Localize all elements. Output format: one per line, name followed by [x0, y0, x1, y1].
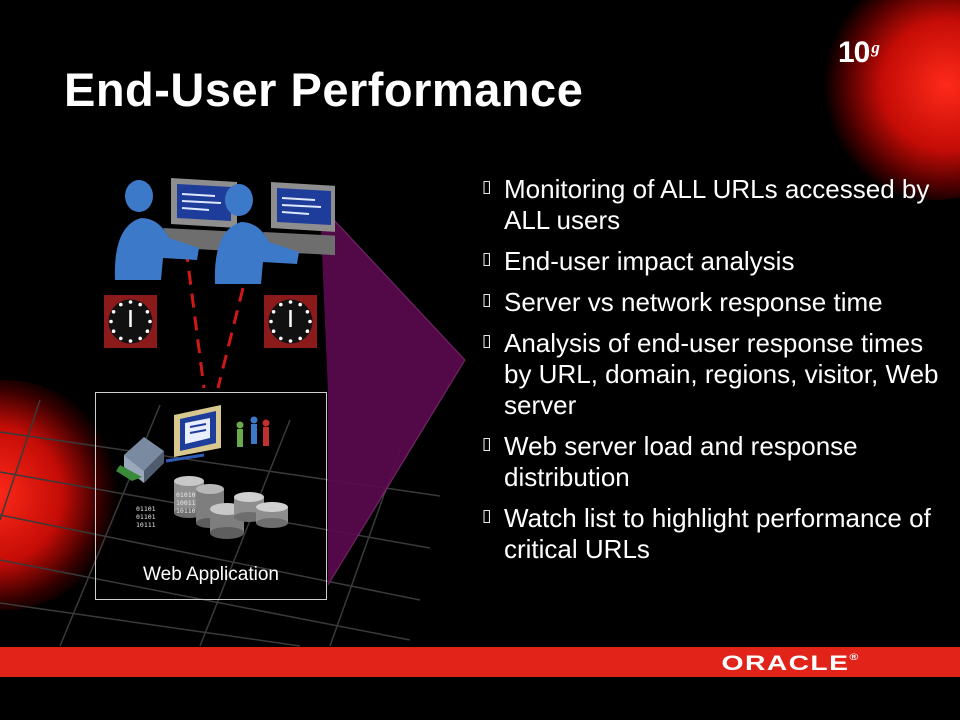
- dashed-connections: [184, 247, 245, 389]
- binary-left-3: 10111: [136, 521, 156, 529]
- bullet-item: ▯ Server vs network response time: [482, 287, 952, 318]
- bullet-marker: ▯: [482, 434, 492, 454]
- binary-left-1: 01101: [136, 505, 156, 513]
- users-at-computers: [114, 178, 335, 284]
- footer-red-bar: [0, 647, 960, 677]
- bullet-item: ▯ Analysis of end-user response times by …: [482, 328, 952, 421]
- logo-number: 10: [838, 36, 870, 69]
- web-application-box: 01101 01101 10111 01010 10011 10110 Web …: [95, 392, 327, 600]
- logo-superscript: g: [871, 38, 880, 57]
- bullet-text: Analysis of end-user response times by U…: [504, 328, 939, 420]
- bullet-item: ▯ Web server load and response distributi…: [482, 431, 952, 493]
- bullet-list: ▯ Monitoring of ALL URLs accessed by ALL …: [482, 174, 952, 575]
- bullet-item: ▯ End-user impact analysis: [482, 246, 952, 277]
- bullet-item: ▯ Watch list to highlight performance of …: [482, 503, 952, 565]
- bullet-text: Web server load and response distributio…: [504, 431, 858, 492]
- slide-title: End-User Performance: [64, 63, 584, 116]
- web-page-icon: [174, 405, 221, 457]
- bullet-marker: ▯: [482, 506, 492, 526]
- web-application-diagram: 01101 01101 10111 01010 10011 10110: [116, 405, 288, 539]
- binary-right-2: 10011: [176, 499, 196, 507]
- user-at-computer-icon: [214, 182, 335, 284]
- bullet-item: ▯ Monitoring of ALL URLs accessed by ALL …: [482, 174, 952, 236]
- bullet-marker: ▯: [482, 290, 492, 310]
- clock-icon: [104, 295, 157, 348]
- building-icon: [124, 437, 164, 471]
- purple-beam: [320, 205, 465, 585]
- oracle-logo-text: ORACLE: [721, 652, 850, 675]
- bullet-text: Watch list to highlight performance of c…: [504, 503, 931, 564]
- binary-right-1: 01010: [176, 491, 196, 499]
- bullet-text: Monitoring of ALL URLs accessed by ALL u…: [504, 174, 930, 235]
- bullet-marker: ▯: [482, 249, 492, 269]
- clock-icon: [264, 295, 317, 348]
- bullet-marker: ▯: [482, 331, 492, 351]
- database-icon: [174, 476, 288, 539]
- registered-mark: ®: [849, 652, 858, 662]
- people-icon: [236, 416, 270, 447]
- bullet-text: Server vs network response time: [504, 287, 883, 317]
- web-application-label: Web Application: [143, 564, 279, 585]
- bullet-marker: ▯: [482, 177, 492, 197]
- binary-left-2: 01101: [136, 513, 156, 521]
- binary-right-3: 10110: [176, 507, 196, 515]
- bullet-text: End-user impact analysis: [504, 246, 795, 276]
- oracle-logo: ORACLE®: [721, 652, 858, 676]
